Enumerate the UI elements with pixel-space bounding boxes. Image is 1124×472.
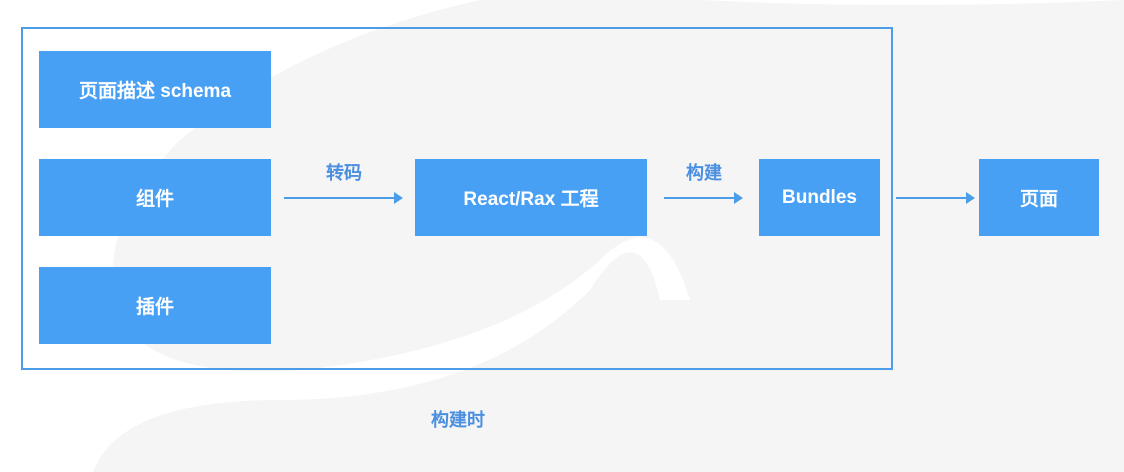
transcode-arrow: [284, 192, 403, 204]
transcode-label: 转码: [326, 163, 362, 183]
build-time-caption: 构建时: [431, 410, 485, 430]
components-box: 组件: [39, 159, 271, 236]
output-arrow: [896, 192, 975, 204]
build-time-frame: [21, 27, 893, 370]
react-rax-project-box: React/Rax 工程: [415, 159, 647, 236]
react-rax-project-label: React/Rax 工程: [463, 189, 599, 210]
build-arrow: [664, 192, 743, 204]
page-schema-label: 页面描述 schema: [78, 81, 232, 102]
page-box: 页面: [979, 159, 1099, 236]
bundles-box: Bundles: [759, 159, 880, 236]
page-schema-box: 页面描述 schema: [39, 51, 271, 128]
plugins-label: 插件: [135, 297, 174, 318]
bundles-label: Bundles: [782, 186, 857, 208]
plugins-box: 插件: [39, 267, 271, 344]
components-label: 组件: [135, 189, 174, 210]
build-label: 构建: [686, 163, 722, 183]
page-label: 页面: [1019, 189, 1058, 210]
